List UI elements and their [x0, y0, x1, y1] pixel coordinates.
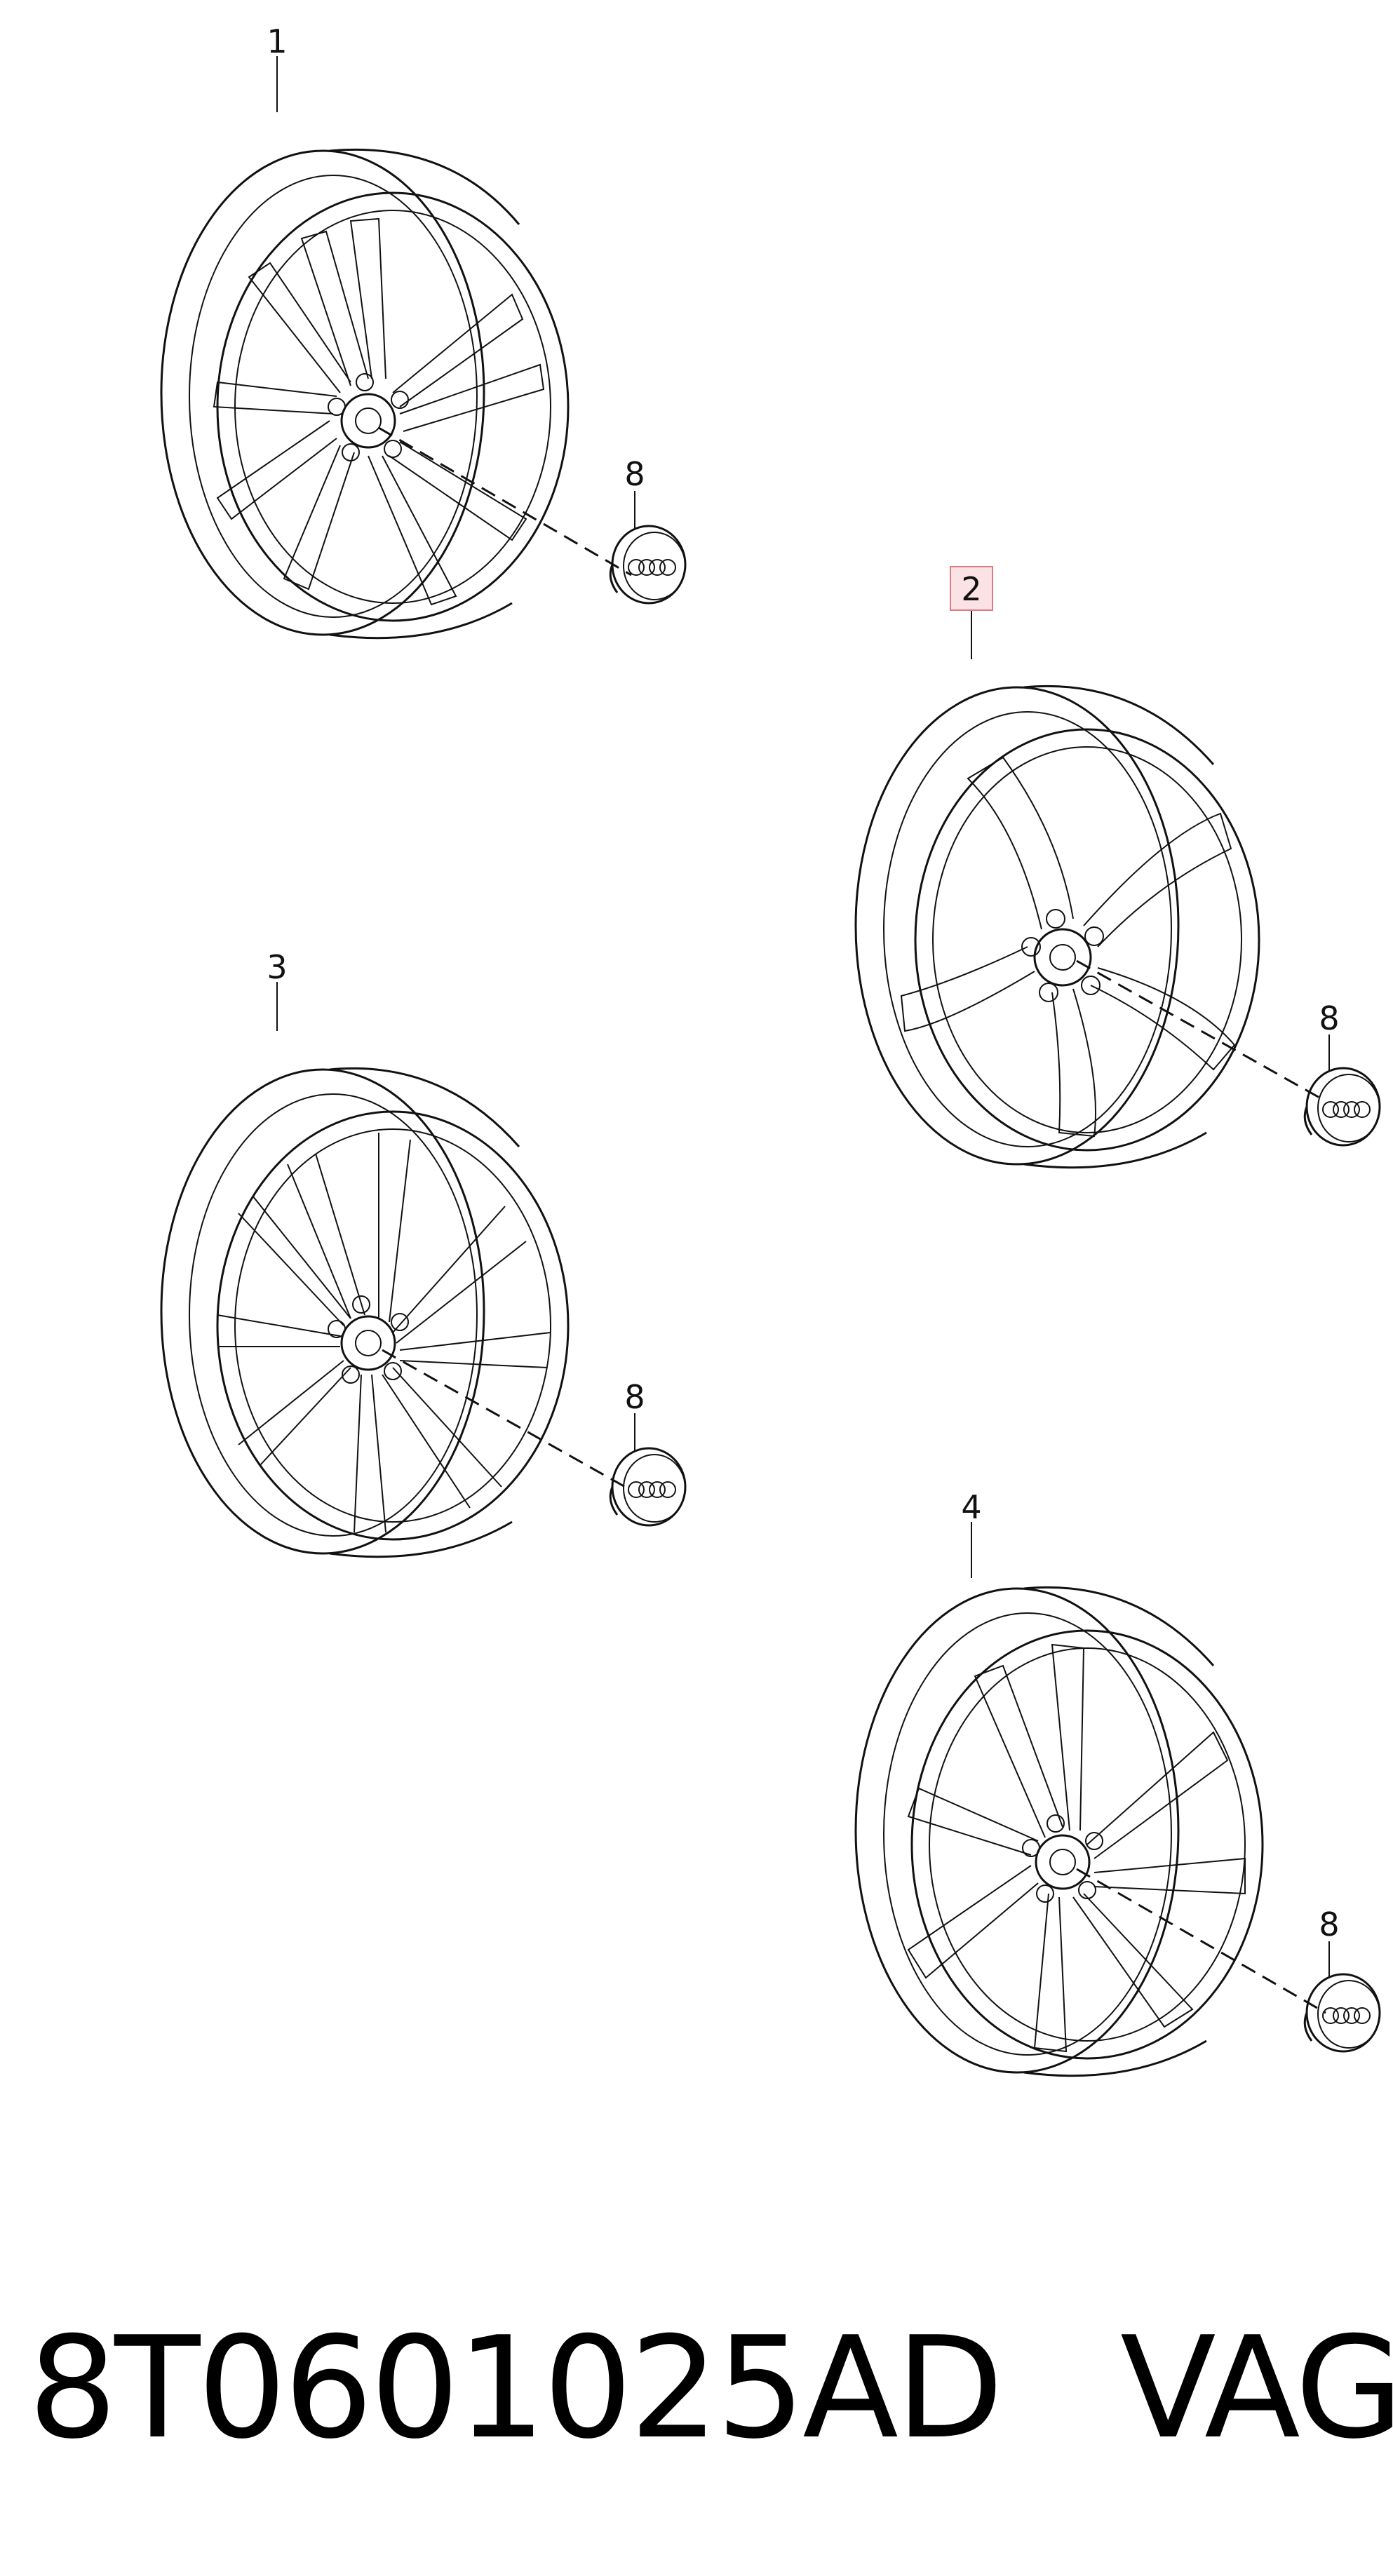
wheel-1[interactable] [160, 148, 632, 640]
four-rings-logo-icon [628, 1481, 676, 1498]
wheel-4[interactable] [854, 1586, 1326, 2077]
four-rings-logo-icon [1322, 2007, 1371, 2024]
alloy-wheel-icon [160, 148, 570, 640]
alloy-wheel-icon [854, 685, 1260, 1169]
alloy-wheel-icon [854, 1586, 1264, 2077]
part-footer: 8T0601025AD VAG [28, 2283, 1393, 2493]
wheel-3[interactable] [160, 1067, 632, 1558]
callout-cap-c[interactable]: 8 [624, 1378, 645, 1416]
callout-4[interactable]: 4 [961, 1488, 981, 1526]
four-rings-logo-icon [628, 559, 676, 576]
callout-1[interactable]: 1 [267, 22, 287, 60]
highlight-box [950, 566, 993, 611]
center-cap-icon [1303, 1067, 1381, 1147]
callout-cap-a[interactable]: 8 [624, 455, 645, 493]
center-cap-icon [609, 1447, 687, 1527]
callout-cap-b[interactable]: 8 [1319, 999, 1339, 1037]
brand-name: VAG [1119, 2306, 1393, 2470]
center-cap-c[interactable] [609, 1447, 687, 1527]
center-cap-icon [609, 525, 687, 605]
center-cap-a[interactable] [609, 525, 687, 605]
parts-diagram: 1 2 3 4 8 8 8 8 [160, 22, 1381, 2077]
callout-3[interactable]: 3 [267, 948, 287, 986]
center-cap-icon [1303, 1973, 1381, 2053]
center-cap-d[interactable] [1303, 1973, 1381, 2053]
callout-2[interactable]: 2 [961, 570, 981, 608]
center-cap-b[interactable] [1303, 1067, 1381, 1147]
wheel-2[interactable] [854, 685, 1326, 1169]
four-rings-logo-icon [1322, 1101, 1371, 1118]
alloy-wheel-icon [160, 1067, 570, 1558]
part-number: 8T0601025AD [28, 2306, 1004, 2470]
callout-cap-d[interactable]: 8 [1319, 1906, 1339, 1943]
